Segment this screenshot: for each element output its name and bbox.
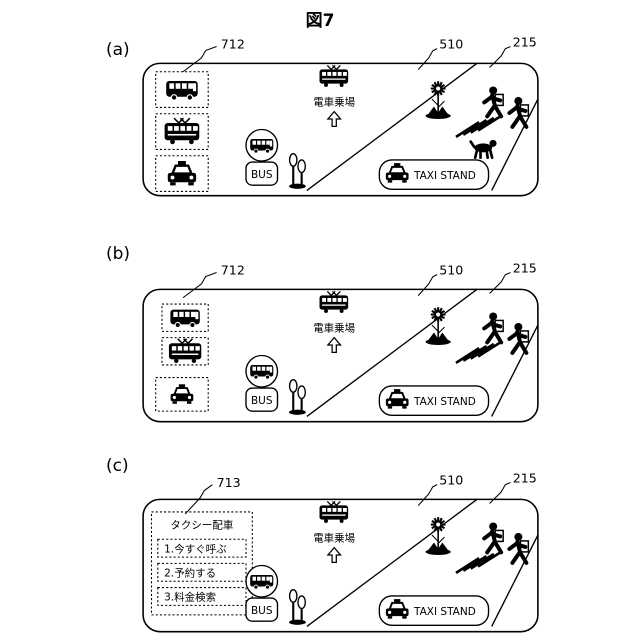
menu-item-label: 1.今すぐ呼ぶ <box>164 542 227 555</box>
ref-numeral-panel: 713 <box>217 475 241 490</box>
ref-leader-road <box>418 275 437 296</box>
train-icon <box>169 339 201 363</box>
panel-label-b: (b) <box>106 244 130 264</box>
taxi-stand-label: TAXI STAND <box>413 396 476 408</box>
panel-c: タクシー配車 1.今すぐ呼ぶ 2.予約する 3.料金検索 713 電車乗場 BUS TAXI … <box>120 476 540 634</box>
pedestrian-icon <box>509 97 528 127</box>
ref-leader-panel <box>183 273 217 298</box>
ref-numeral-pedestrians: 215 <box>513 471 537 486</box>
pedestrian-icon <box>484 522 503 552</box>
train-icon <box>320 291 349 312</box>
taxi-icon <box>168 161 196 185</box>
guide-post-icon <box>289 590 306 625</box>
menu-item-label: 3.料金検索 <box>164 591 216 604</box>
menu-item-label: 2.予約する <box>164 567 216 580</box>
panel-b: 712電車乗場BUSTAXI STAND510215 <box>120 266 540 424</box>
station-sign-text: 電車乗場 <box>313 95 355 108</box>
panel-a: 712電車乗場BUSTAXI STAND510215 <box>120 40 540 198</box>
station-sign-text: 電車乗場 <box>313 531 355 544</box>
bus-icon <box>166 81 198 100</box>
train-icon <box>320 501 349 522</box>
ref-leader-pedestrians <box>490 47 511 68</box>
flower-icon <box>426 81 451 119</box>
ref-leader-pedestrians <box>490 273 511 294</box>
guide-post-icon <box>289 154 306 189</box>
ref-numeral-panel: 712 <box>221 37 245 52</box>
pedestrian-icon <box>509 323 528 353</box>
ref-leader-road <box>418 485 437 506</box>
up-arrow-icon <box>328 548 341 563</box>
bus-stop-label: BUS <box>251 605 273 617</box>
taxi-stand-label: TAXI STAND <box>413 170 476 182</box>
bus-icon <box>170 310 199 328</box>
taxi-stand-label: TAXI STAND <box>413 606 476 618</box>
ref-numeral-pedestrians: 215 <box>513 261 537 276</box>
train-icon <box>320 65 349 86</box>
train-icon <box>165 118 200 144</box>
figure-title: 図7 <box>0 6 640 31</box>
panel-label-c: (c) <box>106 456 129 476</box>
up-arrow-icon <box>328 338 341 353</box>
ref-numeral-road: 510 <box>439 37 463 52</box>
pedestrian-icon <box>509 533 528 563</box>
pedestrian-icon <box>484 86 503 116</box>
ref-leader-pedestrians <box>490 483 511 504</box>
menu-title: タクシー配車 <box>170 519 233 532</box>
ref-numeral-road: 510 <box>439 473 463 488</box>
ref-numeral-panel: 712 <box>221 263 245 278</box>
flower-icon <box>426 307 451 345</box>
ref-numeral-pedestrians: 215 <box>513 35 537 50</box>
up-arrow-icon <box>328 112 341 127</box>
bus-stop-label: BUS <box>251 395 273 407</box>
bus-stop-label: BUS <box>251 169 273 181</box>
ref-numeral-road: 510 <box>439 263 463 278</box>
taxi-icon <box>171 384 194 404</box>
flower-icon <box>426 517 451 555</box>
station-sign-text: 電車乗場 <box>313 321 355 334</box>
ref-leader-road <box>418 49 437 70</box>
ref-leader-panel <box>183 47 217 72</box>
guide-post-icon <box>289 380 306 415</box>
dog-icon <box>471 140 497 158</box>
pedestrian-icon <box>484 312 503 342</box>
